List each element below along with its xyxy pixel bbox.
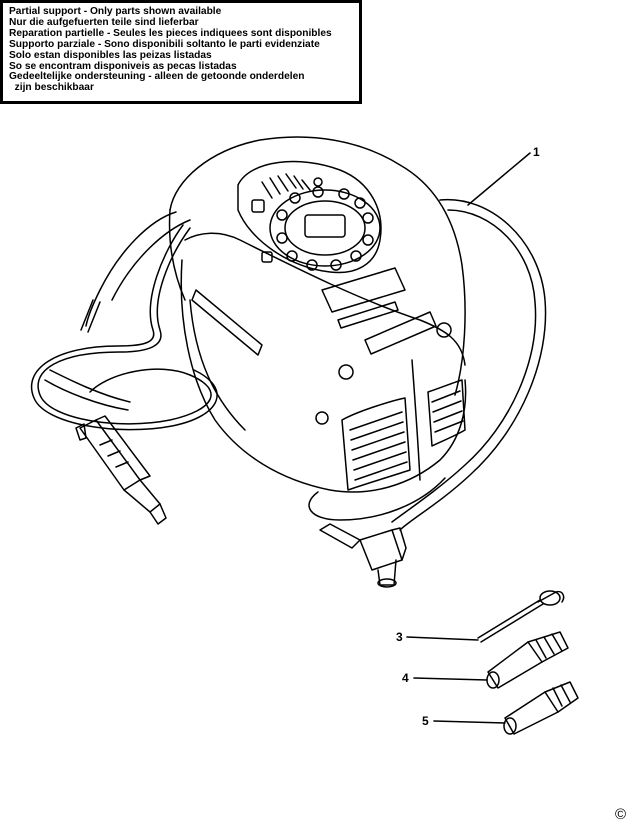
notice-line: Solo estan disponibles las peizas listad… [9, 49, 212, 61]
needle-adaptor-icon [477, 590, 565, 643]
callout-4-leader [413, 677, 488, 681]
power-cord-icon [30, 224, 218, 431]
notice-line: So se encontram disponiveis as pecas lis… [9, 60, 237, 72]
notice-line: Gedeeltelijke ondersteuning - alleen de … [9, 71, 305, 83]
callout-4: 4 [402, 671, 409, 685]
callout-3: 3 [396, 630, 403, 644]
notice-line: Reparation partielle - Seules les pieces… [9, 27, 332, 39]
air-hose-icon [391, 198, 547, 531]
callout-5: 5 [422, 714, 429, 728]
compressor-body-icon [85, 136, 467, 521]
notice-line: Nur die aufgefuerten teile sind lieferba… [9, 16, 199, 28]
copyright-symbol: © [614, 806, 626, 823]
callout-1: 1 [533, 145, 540, 159]
partial-support-notice: Partial support - Only parts shown avail… [0, 0, 362, 104]
callout-3-leader [406, 636, 479, 641]
nozzle-adaptor-icon [486, 631, 569, 689]
car-plug-icon [75, 415, 167, 525]
cone-adaptor-icon [503, 681, 579, 735]
notice-line: zijn beschikbaar [9, 82, 94, 94]
callout-1-leader [467, 152, 531, 206]
hose-valve-connector-icon [319, 523, 407, 588]
callout-5-leader [433, 720, 506, 724]
notice-line: Partial support - Only parts shown avail… [9, 6, 222, 17]
notice-line: Supporto parziale - Sono disponibili sol… [9, 38, 320, 50]
